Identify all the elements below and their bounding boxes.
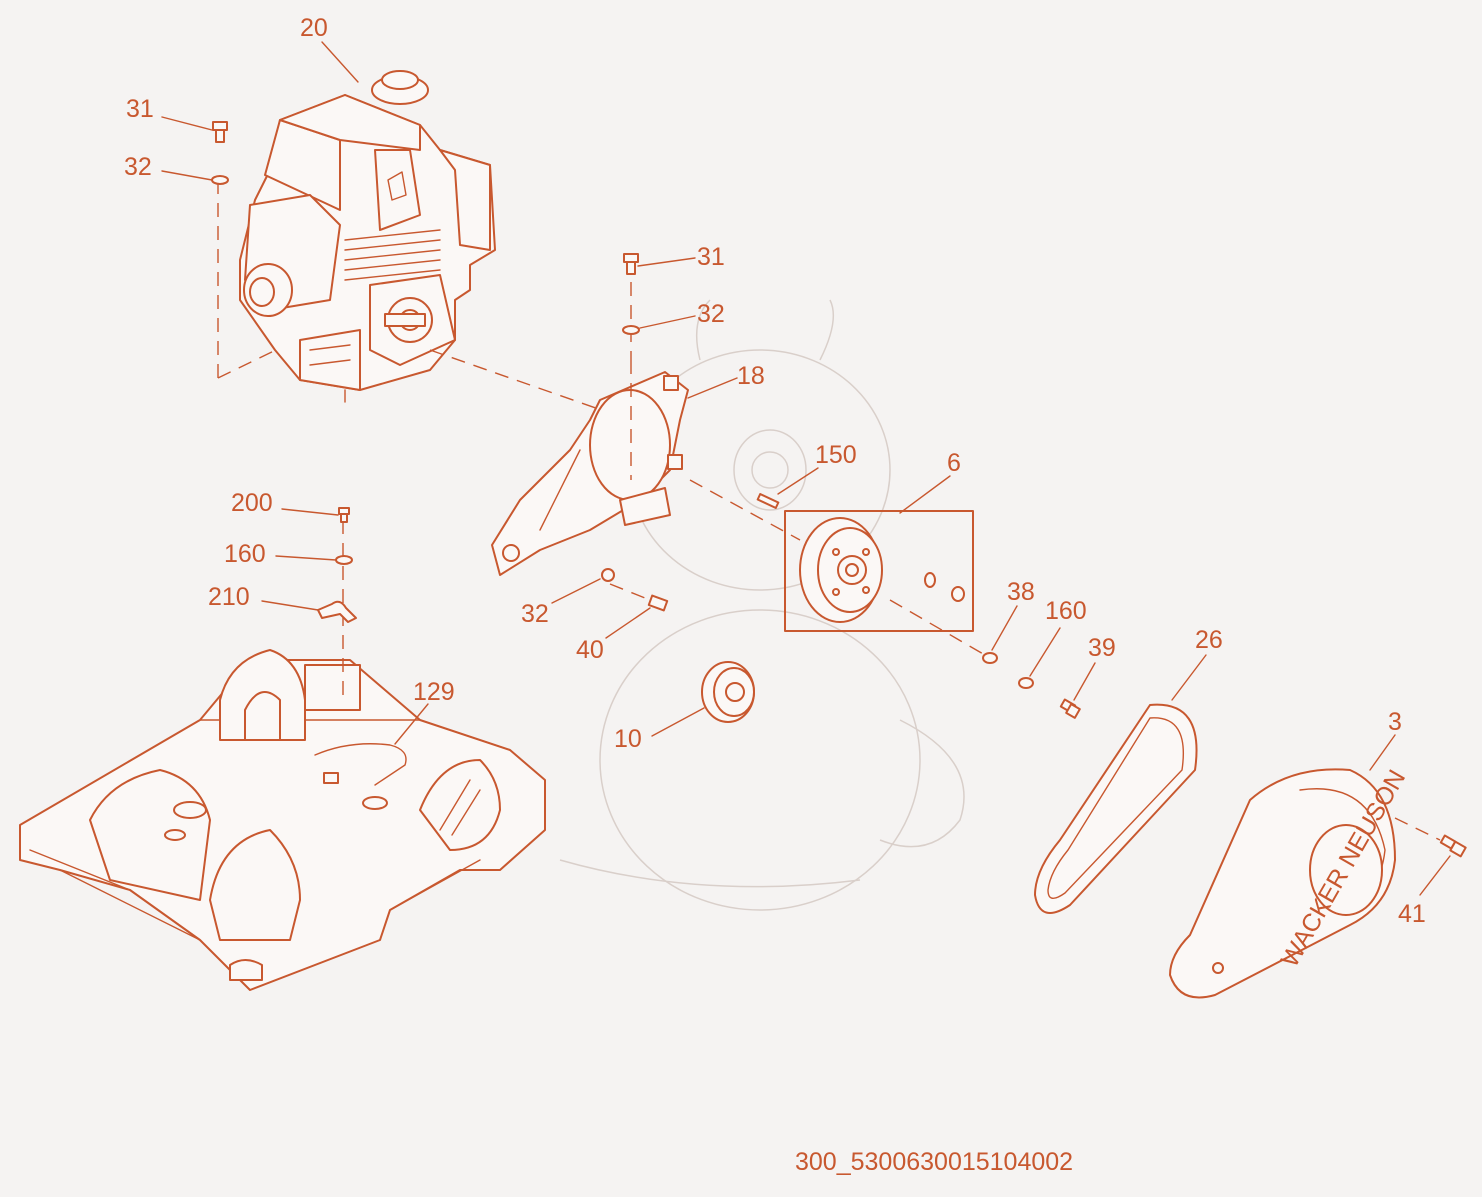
bolt-39	[1059, 698, 1081, 719]
callout-41: 41	[1398, 900, 1426, 928]
bolt-40	[647, 594, 669, 612]
callout-210: 210	[208, 583, 250, 611]
belt-guard-part-3: WACKER NEUSON	[1169, 765, 1411, 999]
callout-160-right: 160	[1045, 597, 1087, 625]
nut-32-lower	[601, 568, 615, 582]
callout-18: 18	[737, 362, 765, 390]
engine-bracket-part-18	[491, 371, 689, 576]
bolt-31-left	[212, 121, 228, 143]
callout-32-mid: 32	[697, 300, 725, 328]
washer-38	[982, 652, 998, 664]
callout-39: 39	[1088, 634, 1116, 662]
callout-160-left: 160	[224, 540, 266, 568]
leader-lines	[161, 41, 1451, 896]
clamp-part-210	[317, 600, 357, 623]
base-plate-part-129	[19, 649, 546, 991]
bolt-41	[1439, 834, 1467, 858]
callout-32-lower: 32	[521, 600, 549, 628]
pulley-part-6	[799, 517, 965, 623]
engine-part-20	[239, 70, 496, 403]
callout-200: 200	[231, 489, 273, 517]
v-belt-part-26	[1034, 703, 1198, 914]
callout-150: 150	[815, 441, 857, 469]
callout-20: 20	[300, 14, 328, 42]
callout-32-left: 32	[124, 153, 152, 181]
callout-129: 129	[413, 678, 455, 706]
callout-10: 10	[614, 725, 642, 753]
watermark-dragon-figure	[559, 299, 965, 911]
bolt-200	[338, 507, 350, 523]
callout-3: 3	[1388, 708, 1402, 736]
drawing-code: 300_5300630015104002	[795, 1148, 1073, 1176]
washer-32-left	[211, 175, 229, 185]
callout-26: 26	[1195, 626, 1223, 654]
callout-6: 6	[947, 449, 961, 477]
callout-38: 38	[1007, 578, 1035, 606]
washer-32-mid	[622, 325, 640, 335]
washer-160-left	[335, 555, 353, 565]
callout-labels: 20 31 32 31 32 18 150 6 200 160 210 32 4…	[124, 14, 1426, 928]
callout-31-left: 31	[126, 95, 154, 123]
washer-160-right	[1018, 677, 1034, 689]
small-pulley-part-10	[701, 661, 755, 723]
callout-40: 40	[576, 636, 604, 664]
key-part-150	[756, 493, 780, 509]
pulley-assembly-box-6	[784, 510, 974, 632]
bolt-31-mid	[623, 253, 639, 275]
callout-31-mid: 31	[697, 243, 725, 271]
